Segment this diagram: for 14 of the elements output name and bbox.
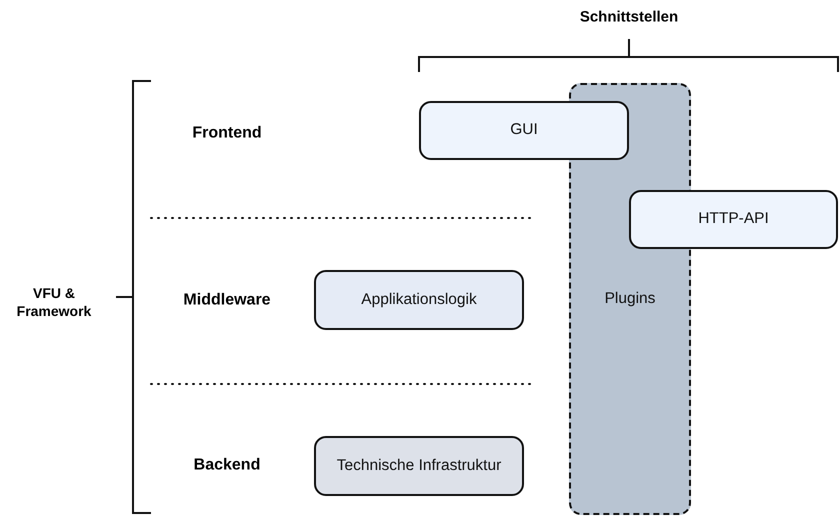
layer-label: Backend: [194, 456, 260, 476]
node-text: HTTP-API: [698, 209, 769, 230]
node-text: Technische Infrastruktur: [336, 456, 502, 476]
component-box: [419, 101, 629, 160]
component-box: [314, 270, 524, 330]
component-box: [314, 436, 524, 496]
group-label: VFU & Framework: [16, 284, 92, 320]
component-box: [629, 190, 838, 249]
node-text: Applikationslogik: [361, 290, 477, 310]
layer-label: Frontend: [192, 124, 262, 144]
group-label: Schnittstellen: [580, 7, 678, 27]
node-text: GUI: [510, 120, 538, 140]
node-text: Plugins: [604, 288, 656, 309]
layer-label: Middleware: [183, 290, 271, 311]
